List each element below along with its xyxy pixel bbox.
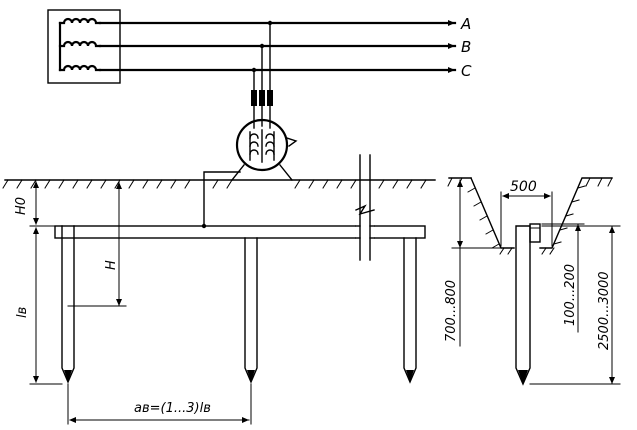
dimension-offset: 100...200 (541, 223, 585, 333)
label-h: H (104, 260, 119, 270)
label-length: 2500...3000 (597, 271, 612, 350)
label-width: 500 (510, 179, 537, 195)
fuse-icon (251, 90, 257, 106)
phase-label-b: B (461, 38, 471, 56)
grounding-strip (54, 154, 426, 261)
label-offset: 100...200 (563, 264, 578, 326)
electrode-2 (244, 237, 258, 384)
dimension-depth: 700...800 (444, 179, 501, 347)
ground-surface-left (2, 179, 436, 189)
fuse-icon (267, 90, 273, 106)
device-taps (251, 22, 273, 129)
dimension-spacing: aв=(1...3)lв (67, 383, 252, 425)
dimension-width: 500 (500, 179, 553, 247)
coil-a (58, 17, 102, 25)
phase-label-a: A (460, 15, 471, 33)
dimension-length: 2500...3000 (529, 225, 621, 385)
coil-b (58, 40, 102, 48)
coil-c (58, 64, 102, 72)
label-spacing: aв=(1...3)lв (134, 401, 211, 416)
label-l: lв (15, 307, 30, 318)
phase-lines: A B C (98, 15, 472, 80)
fuse-icon (259, 90, 265, 106)
trench-section (447, 177, 613, 386)
electrode-1 (61, 225, 75, 384)
dimension-h: H (67, 181, 127, 307)
phase-label-c: C (461, 62, 472, 80)
dimension-l: lв (15, 227, 63, 385)
electric-machine (201, 118, 298, 229)
label-depth: 700...800 (444, 280, 459, 342)
dimension-h0: H0 (14, 179, 59, 227)
label-h0: H0 (14, 197, 29, 215)
electrode-3 (403, 237, 417, 384)
